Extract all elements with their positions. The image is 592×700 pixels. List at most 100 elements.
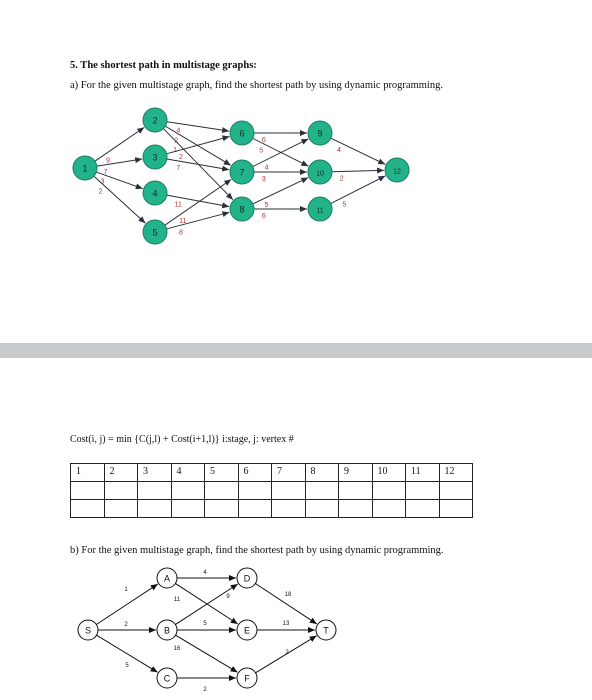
graph-b-node-label-C: C <box>164 674 171 684</box>
graph-a-edge-2-6 <box>166 121 230 134</box>
table-cell <box>103 499 138 518</box>
table-cell <box>371 499 406 518</box>
graph-a-node-10 <box>307 159 333 185</box>
graph-b-node-label-E: E <box>244 626 250 636</box>
graph-b-node-T <box>315 619 337 641</box>
table-cell <box>438 499 473 518</box>
graph-a-weight-4-8: 11 <box>175 201 182 208</box>
graph-b-node-B <box>156 619 178 641</box>
table-cell <box>237 499 272 518</box>
graph-a-weight-7-9: 4 <box>265 164 269 171</box>
graph-a-edge-1-5 <box>93 175 146 224</box>
graph-a-node-3 <box>142 144 168 170</box>
graph-a-weight-7-10: 3 <box>262 176 266 183</box>
graph-a-node-7 <box>229 159 255 185</box>
graph-b-node-label-A: A <box>164 574 170 584</box>
table-header-cell: 7 <box>271 463 306 482</box>
table-cell <box>204 499 239 518</box>
graph-a-node-4 <box>142 180 168 206</box>
graph-a-node-label-5: 5 <box>152 228 157 238</box>
graph-a-node-11 <box>307 196 333 222</box>
graph-a-edge-7-9 <box>252 138 309 168</box>
graph-a-node-label-2: 2 <box>152 116 157 126</box>
table-cell <box>137 499 172 518</box>
graph-a-weight-9-12: 4 <box>337 147 341 154</box>
table-cell <box>170 499 205 518</box>
problem-title: 5. The shortest path in multistage graph… <box>70 60 257 71</box>
table-header-cell: 6 <box>237 463 272 482</box>
table-cell <box>70 499 105 518</box>
graph-a-weight-8-11: 6 <box>262 213 266 220</box>
graph-a-node-12 <box>384 157 410 183</box>
graph-a-edge-5-8 <box>166 211 230 230</box>
graph-a-edge-10-12 <box>331 167 385 174</box>
graph-a-edge-1-3 <box>96 157 143 167</box>
graph-a-node-label-4: 4 <box>152 189 157 199</box>
graph-a-weight-5-7: 11 <box>179 218 186 225</box>
table-header-cell: 8 <box>304 463 339 482</box>
table-header-cell: 1 <box>70 463 105 482</box>
graph-a-weight-6-10: 5 <box>259 147 263 154</box>
graph-a-weight-8-10: 5 <box>264 202 268 209</box>
graph-b-weight-S-B: 2 <box>124 622 128 628</box>
graph-b-node-S <box>77 619 99 641</box>
graph-a-node-label-6: 6 <box>239 129 244 139</box>
graph-a-weight-1-5: 2 <box>99 188 103 195</box>
graph-b-edge-B-D <box>175 583 239 625</box>
graph-b-node-F <box>236 667 258 689</box>
graph-a-weight-5-8: 8 <box>179 229 183 236</box>
table-header-cell: 9 <box>338 463 373 482</box>
graph-a-edge-1-2 <box>94 126 145 162</box>
part-a-instruction: a) For the given multistage graph, find … <box>70 80 443 91</box>
graph-b-weight-A-D: 4 <box>203 570 207 576</box>
table-cell <box>271 499 306 518</box>
table-cell <box>70 481 105 500</box>
graph-b-edge-D-T <box>255 583 318 625</box>
table-header-cell: 11 <box>405 463 440 482</box>
table-cell <box>103 481 138 500</box>
table-header-cell: 10 <box>371 463 406 482</box>
graph-b-node-A <box>156 567 178 589</box>
graph-a-node-label-7: 7 <box>239 168 244 178</box>
graph-a-node-label-11: 11 <box>316 208 323 215</box>
graph-b-weight-A-E: 11 <box>174 597 181 603</box>
graph-b-node-label-T: T <box>323 626 329 636</box>
multistage-graph-a: 97324212711118654356425123456789101112 <box>72 107 410 245</box>
graph-b-node-label-S: S <box>85 626 91 636</box>
graph-a-edge-11-12 <box>330 175 386 205</box>
table-header-cell: 12 <box>438 463 473 482</box>
table-row <box>70 481 473 500</box>
graph-a-edge-5-7 <box>164 178 232 226</box>
table-row <box>70 499 473 518</box>
graph-b-weight-B-F: 16 <box>174 646 181 652</box>
graph-b-weight-C-F: 2 <box>203 687 207 693</box>
table-cell <box>304 481 339 500</box>
graph-a-weight-1-4: 3 <box>101 179 105 186</box>
table-cell <box>405 481 440 500</box>
graph-a-weight-2-6: 4 <box>177 128 181 135</box>
table-cell <box>271 481 306 500</box>
graph-a-node-9 <box>307 120 333 146</box>
graph-a-edge-8-10 <box>252 177 309 205</box>
table-cell <box>371 481 406 500</box>
table-cell <box>438 481 473 500</box>
graph-a-node-label-10: 10 <box>316 171 324 178</box>
table-cell <box>204 481 239 500</box>
graph-a-edge-2-7 <box>165 125 232 166</box>
table-cell <box>170 481 205 500</box>
graph-b-edge-S-A <box>96 583 159 625</box>
graph-b-node-C <box>156 667 178 689</box>
table-cell <box>405 499 440 518</box>
part-b-instruction: b) For the given multistage graph, find … <box>70 545 444 556</box>
graph-b-weight-D-T: 18 <box>285 592 292 598</box>
graph-a-weight-11-12: 5 <box>342 201 346 208</box>
cost-formula: Cost(i, j) = min {C(j,l) + Cost(i+1,l)} … <box>70 434 294 445</box>
graph-a-node-6 <box>229 120 255 146</box>
graph-a-edge-3-7 <box>166 158 230 172</box>
graph-a-node-label-1: 1 <box>82 164 87 174</box>
graph-b-weight-S-C: 5 <box>125 663 129 669</box>
graph-b-node-label-F: F <box>244 674 250 684</box>
